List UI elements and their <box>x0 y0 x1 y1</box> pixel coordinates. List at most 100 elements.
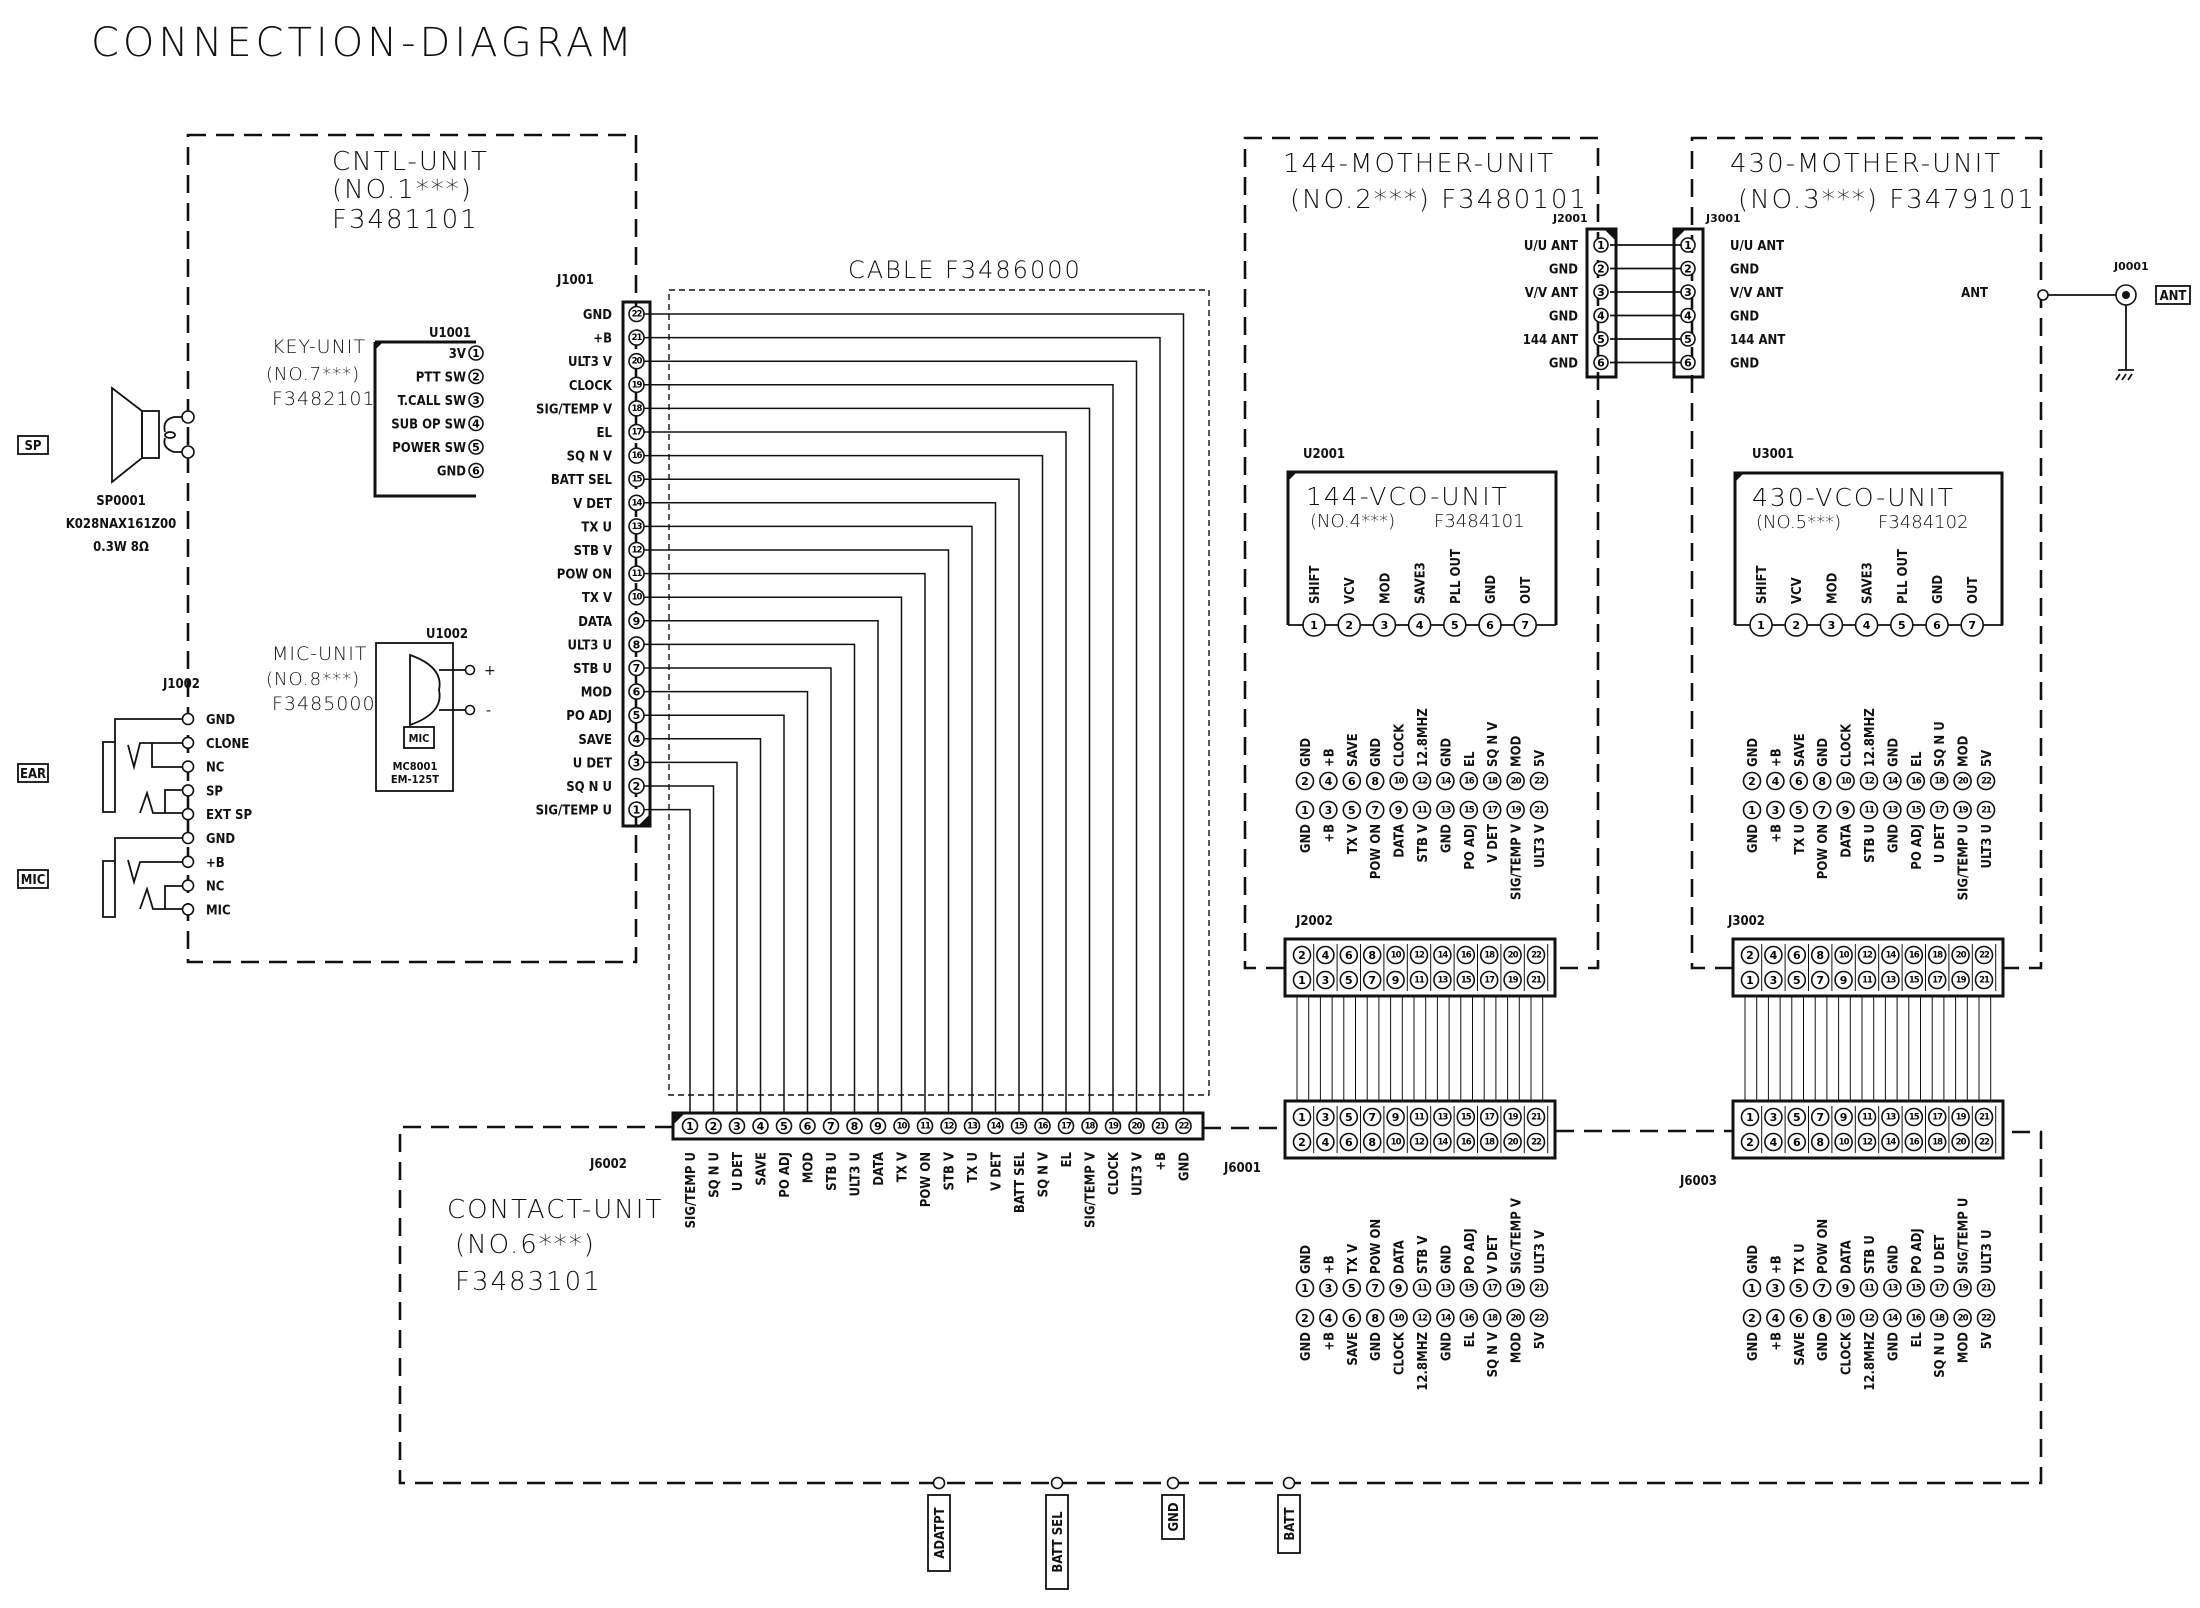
j1001-pin-label: U DET <box>573 756 612 771</box>
pin-number: 1 <box>686 1120 694 1133</box>
j6003-pin <box>1742 1308 1762 1328</box>
j1002-pin-label: CLONE <box>206 737 249 752</box>
pin-number: 8 <box>633 638 641 651</box>
j6003-pin <box>1953 1278 1972 1298</box>
j6001-even-label: MOD <box>1510 1332 1525 1364</box>
mother-430-pin <box>1953 800 1972 820</box>
vco-pin-label: OUT <box>1519 577 1534 604</box>
ant-tag: ANT <box>2160 289 2187 304</box>
key-unit: KEY-UNIT (NO.7***) F3482101 U1001 13V2PT… <box>266 326 484 498</box>
pin-number: 13 <box>1437 976 1448 986</box>
vco-pin <box>1407 613 1432 637</box>
pin-number: 1 <box>1748 1282 1756 1295</box>
j6002-pin-label: SIG/TEMP V <box>1084 1152 1099 1228</box>
j1001-pin-label: TX V <box>582 591 612 606</box>
pin-number: 6 <box>1793 1136 1801 1149</box>
j2001-pin <box>1593 260 1609 277</box>
pin-number: 19 <box>1511 806 1522 816</box>
mother-430-pin <box>1742 800 1762 820</box>
j3002-connector-pin <box>1881 945 1900 965</box>
contact-unit-boundary-mid <box>1203 1126 1733 1133</box>
mother-144-even-label: SAVE <box>1346 733 1361 767</box>
pin-number: 8 <box>851 1120 859 1133</box>
j1001-pin-label: SIG/TEMP V <box>536 402 612 417</box>
mother-430-even-label: +B <box>1769 748 1784 767</box>
j3002-connector-pin <box>1881 970 1900 990</box>
pin-number: 2 <box>1746 1136 1754 1149</box>
pin-number: 16 <box>632 451 643 461</box>
pin-number: 11 <box>1414 976 1425 986</box>
j6003-pin <box>1883 1278 1902 1298</box>
pin-number: 2 <box>1298 1136 1306 1149</box>
j1002-pin-label: +B <box>206 856 225 871</box>
pin-number: 3 <box>1770 974 1778 987</box>
u1002-ref: U1002 <box>426 627 468 642</box>
j6003-pin <box>1859 1278 1879 1298</box>
pin-number: 2 <box>472 371 480 384</box>
pin-number: 13 <box>632 522 643 532</box>
pin-number: 5 <box>1898 619 1906 632</box>
vco-pin-label: OUT <box>1966 577 1981 604</box>
mother-144-even-label: CLOCK <box>1393 723 1408 767</box>
mother-144-pin <box>1295 800 1315 820</box>
terminal-tag-box <box>1045 1494 1069 1590</box>
pin-number: 5 <box>1345 974 1353 987</box>
pin-number: 1 <box>1597 239 1605 252</box>
cable-wire <box>644 549 950 1113</box>
mother-430-pin <box>1859 771 1879 791</box>
vco-pin-label: VCV <box>1790 577 1805 604</box>
mother-144-pin <box>1295 771 1315 791</box>
cable-wire <box>644 738 762 1113</box>
ant-label: ANT <box>1961 286 1988 301</box>
j2001-pin <box>1593 354 1609 371</box>
pin-number: 19 <box>1958 806 1969 816</box>
terminal-adatpt <box>932 1476 946 1490</box>
j6002-pin-label: GND <box>1178 1152 1193 1181</box>
pin-number: 3 <box>1325 1282 1333 1295</box>
pin-number: 20 <box>1511 777 1522 787</box>
j1001-ref: J1001 <box>556 273 594 288</box>
j2002-connector-pin <box>1503 945 1522 965</box>
mother-144-pin <box>1482 771 1502 791</box>
mother-144-even-label: MOD <box>1510 735 1525 767</box>
cable-wire <box>644 596 903 1113</box>
mother-430-pin <box>1883 771 1902 791</box>
pin-number: 2 <box>1345 619 1353 632</box>
j6003-even-label: GND <box>1816 1332 1831 1361</box>
j1001-pin-label: ULT3 U <box>568 638 612 653</box>
pin-number: 11 <box>1414 1113 1425 1123</box>
j6001-even-label: 5V <box>1533 1332 1548 1349</box>
j1001-pin-label: SQ N V <box>567 450 612 465</box>
pin-number: 18 <box>1932 1138 1943 1148</box>
j2002-connector-pin <box>1456 970 1476 990</box>
pin-number: 20 <box>1956 951 1967 961</box>
j1001-pin-label: ULT3 V <box>568 355 612 370</box>
cable-wire <box>644 431 1067 1113</box>
j1002-terminal <box>181 760 195 773</box>
ear-jack-sleeve <box>102 741 116 813</box>
j6001-pin <box>1365 1308 1385 1328</box>
j6003-odd-label: PO ADJ <box>1910 1228 1925 1274</box>
j6003-ref: J6003 <box>1679 1174 1717 1189</box>
vco-pin-label: GND <box>1931 575 1946 604</box>
mother-430-pin <box>1906 800 1926 820</box>
j6001-odd-label: DATA <box>1393 1240 1408 1274</box>
j1001-pin-label: MOD <box>581 686 613 701</box>
terminal-tag: GND <box>1167 1502 1182 1531</box>
j6001-odd-label: +B <box>1322 1255 1337 1274</box>
mother-430-odd-label: STB U <box>1863 824 1878 863</box>
pin-number: 7 <box>1371 804 1379 817</box>
j6001-even-label: CLOCK <box>1393 1331 1408 1375</box>
mother-144-odd-label: DATA <box>1393 824 1408 858</box>
j1002-pin-label: EXT SP <box>206 808 252 823</box>
pin-number: 22 <box>1979 951 1990 961</box>
j6003-even-label: +B <box>1769 1332 1784 1351</box>
j6003-pin <box>1976 1308 1996 1328</box>
pin-number: 20 <box>1508 1138 1519 1148</box>
j6003-pin <box>1906 1278 1926 1298</box>
mother-430-even-label: 5V <box>1980 750 1995 767</box>
mic-jack-tag: MIC <box>21 873 46 888</box>
j3001-pin-label: GND <box>1730 310 1759 325</box>
terminal-tag: ADATPT <box>933 1507 948 1558</box>
